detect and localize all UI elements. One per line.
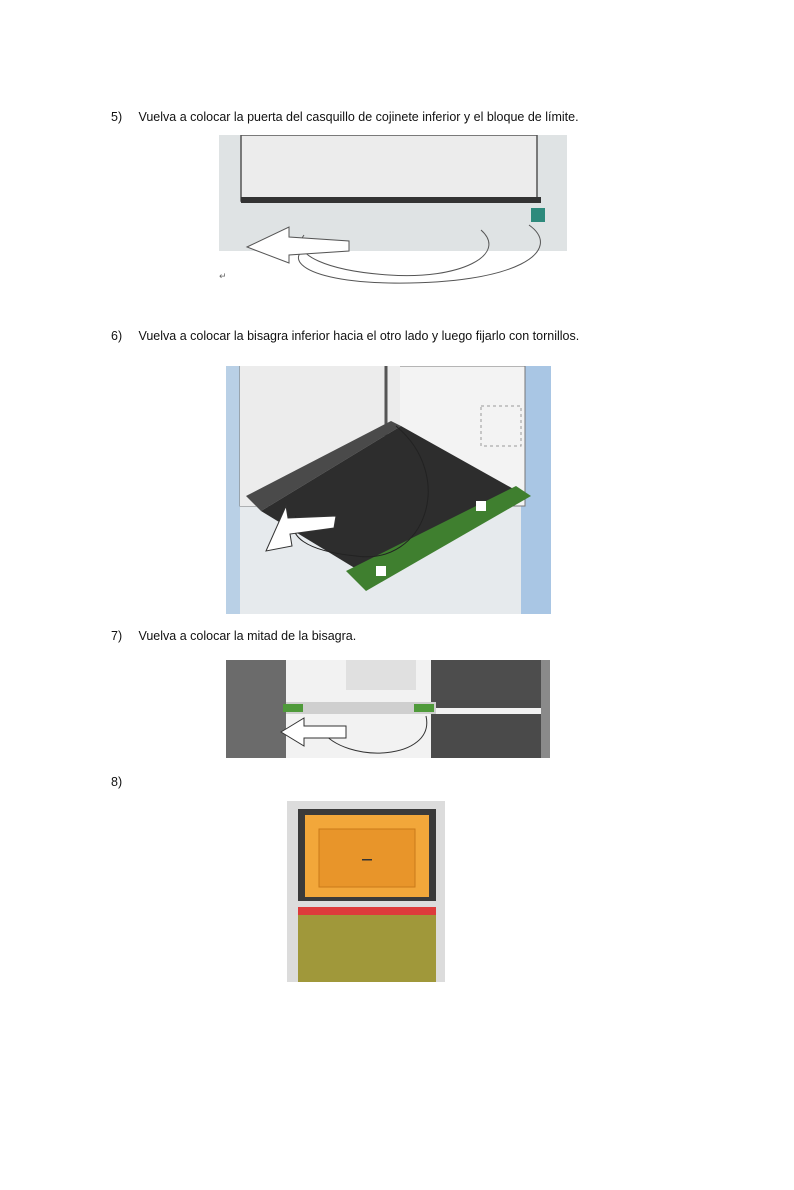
figure-hinge-half	[226, 660, 550, 758]
step-6-instruction: 6) Vuelva a colocar la bisagra inferior …	[111, 329, 579, 343]
step-text: Vuelva a colocar la bisagra inferior hac…	[138, 329, 579, 343]
step-number: 6)	[111, 329, 135, 343]
step-text: Vuelva a colocar la puerta del casquillo…	[138, 110, 578, 124]
step-text: Vuelva a colocar la mitad de la bisagra.	[138, 629, 356, 643]
step-number: 8)	[111, 775, 135, 789]
step-5-instruction: 5) Vuelva a colocar la puerta del casqui…	[111, 110, 579, 124]
step-number: 5)	[111, 110, 135, 124]
step-8-instruction: 8)	[111, 775, 135, 789]
step-number: 7)	[111, 629, 135, 643]
step-7-instruction: 7) Vuelva a colocar la mitad de la bisag…	[111, 629, 356, 643]
figure-door-bearing-bushing	[219, 135, 567, 285]
figure-lower-hinge	[226, 366, 551, 614]
return-mark: ↵	[219, 271, 227, 282]
figure-door-assembly	[287, 801, 445, 982]
